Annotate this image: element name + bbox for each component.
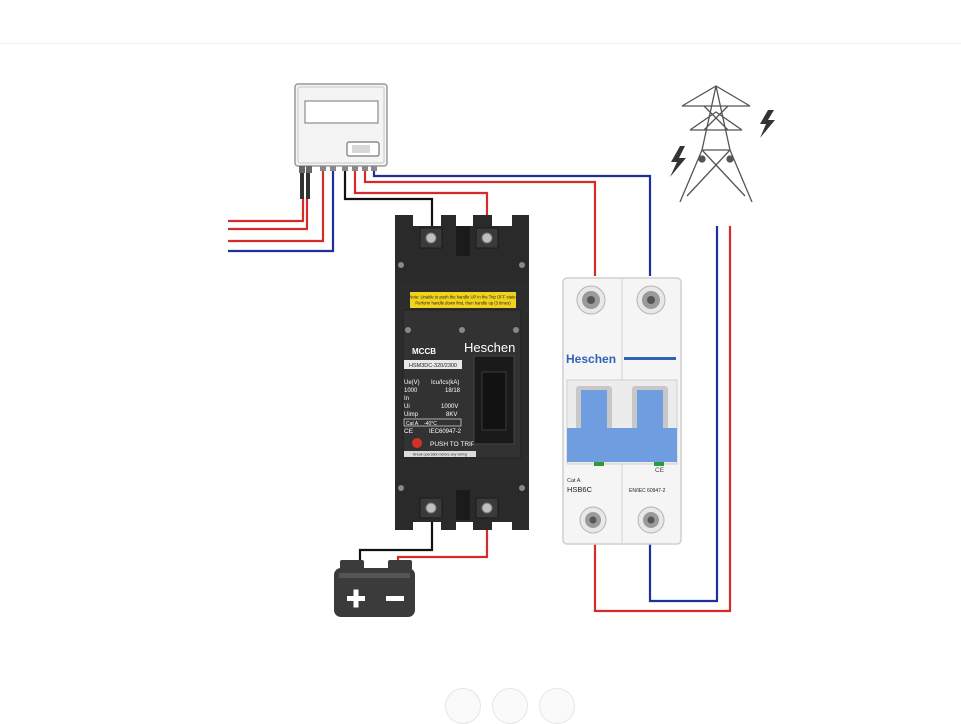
transmission-tower-icon: [679, 85, 753, 203]
mccb-temp-label: -40°C: [424, 421, 437, 427]
mccb-spec-1-value: 18/18: [445, 388, 461, 394]
mccb-standard: IEC60947-2: [429, 429, 462, 435]
carousel-dot[interactable]: [445, 688, 481, 724]
wiring-diagram: Note: Unable to push the handle UP in th…: [228, 83, 775, 617]
inverter-to-breaker-blue: [372, 170, 652, 276]
pv-wire-red-1: [228, 198, 305, 223]
mccb-spec-1-label: 1000: [404, 388, 418, 394]
dc-breaker: Heschen Cat A HSB6C EN/IEC 60947-2 CE: [562, 277, 682, 545]
pv-wire-red-2: [228, 198, 309, 231]
mccb-spec-4-label: Uimp: [404, 412, 419, 418]
breaker-cat-label: Cat A: [567, 478, 581, 484]
inverter-to-breaker-red: [363, 170, 597, 276]
top-bar: [0, 0, 961, 44]
breaker-standard: EN/IEC 60947-2: [629, 488, 666, 494]
carousel-dot[interactable]: [492, 688, 528, 724]
mccb-warning-line-1: Note: Unable to push the handle UP in th…: [409, 295, 516, 300]
wires: [228, 170, 732, 613]
mccb-model: HSM3DC-320/2300: [409, 363, 457, 369]
breaker-handle-left: [581, 390, 607, 430]
mccb-cat-label: Cat A: [406, 421, 419, 427]
mccb-footnote: Break operation before any wiring: [413, 453, 467, 457]
breaker-model: HSB6C: [567, 485, 593, 494]
mccb-spec-4-value: 8KV: [446, 412, 457, 418]
mccb-type-label: MCCB: [412, 347, 436, 356]
carousel-dot[interactable]: [539, 688, 575, 724]
mccb-spec-2-label: In: [404, 396, 409, 402]
breaker-to-grid-red: [593, 226, 732, 613]
carousel-dots: [440, 688, 580, 724]
lightning-bolt-icon: [760, 110, 775, 138]
mccb-brand: Heschen: [464, 340, 515, 355]
inverter-to-mccb-red: [353, 170, 489, 226]
mccb-spec-3-label: Ui: [404, 404, 410, 410]
breaker-to-grid-blue: [648, 226, 719, 603]
breaker-brand: Heschen: [566, 352, 616, 366]
battery-icon: [334, 560, 415, 617]
mccb-spec-0-value: Icu/Ics(kA): [431, 380, 459, 386]
mccb-spec-3-value: 1000V: [441, 404, 458, 410]
lightning-bolt-icon-left: [670, 146, 686, 177]
breaker-handle-right: [637, 390, 663, 430]
push-to-trip-button-icon: [412, 438, 422, 448]
inverter-icon: [294, 83, 388, 199]
mccb-handle: [481, 371, 507, 431]
breaker-ce-mark-icon: CE: [655, 467, 665, 474]
pv-wire-red-3: [228, 170, 325, 243]
mccb-to-battery-black: [358, 508, 434, 565]
ce-mark-icon: CE: [404, 428, 414, 435]
mccb-push-to-trip: PUSH TO TRIP: [430, 441, 475, 448]
inverter-to-mccb-black: [343, 170, 434, 226]
mccb-warning-line-2: Perform handle down first, then handle u…: [415, 301, 511, 306]
mccb-breaker: Note: Unable to push the handle UP in th…: [395, 215, 529, 530]
mccb-spec-0-label: Ue(V): [404, 380, 420, 386]
pv-wire-blue: [228, 170, 335, 253]
